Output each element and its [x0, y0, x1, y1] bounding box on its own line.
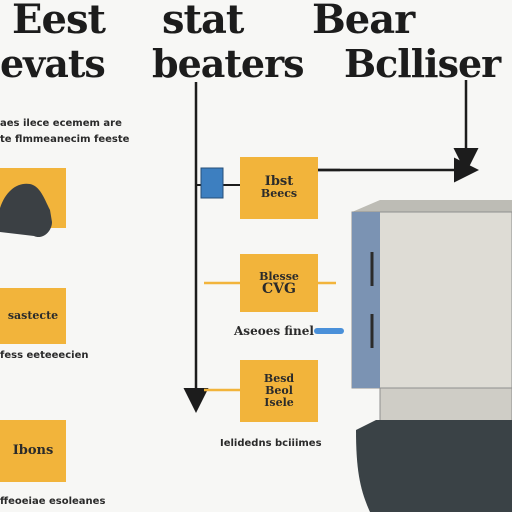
- left-caption-3: fess eeteeecien: [0, 350, 89, 361]
- header-word-1: Eest: [12, 0, 106, 43]
- header-word-3: Bear: [312, 0, 415, 43]
- middle-box-3-mid: Beol: [265, 384, 293, 397]
- header-word-2: stat: [162, 0, 244, 43]
- pin-icon: [314, 328, 344, 334]
- car-icon: [0, 183, 52, 238]
- middle-box-3-top: Besd: [263, 372, 295, 385]
- middle-box-1-bottom: Beecs: [260, 187, 298, 200]
- middle-box-3: Besd Beol Isele: [240, 360, 318, 422]
- blue-marker-icon: [200, 167, 224, 199]
- middle-box-2-bottom: CVG: [262, 281, 296, 297]
- middle-box-1: Ibst Beecs: [240, 157, 318, 219]
- middle-box-2-top: Blesse: [259, 270, 299, 283]
- left-caption-4: ffeoeiae esoleanes: [0, 496, 106, 507]
- header-word-6: Bclliser: [344, 41, 501, 86]
- header-word-4: evats: [0, 41, 106, 86]
- middle-caption: Ielidedns bciiimes: [220, 438, 322, 449]
- middle-box-2: Blesse CVG: [240, 254, 318, 312]
- device-side-panel: [352, 212, 380, 388]
- left-box-3: Ibons: [0, 420, 66, 482]
- left-box-2-label: sastecte: [7, 309, 59, 322]
- left-caption-2: te flmmeanecim feeste: [0, 134, 130, 145]
- left-box-2: sastecte: [0, 288, 66, 344]
- device-top: [352, 200, 512, 212]
- header-word-5: beaters: [152, 41, 305, 86]
- middle-box-3-bottom: Isele: [264, 396, 294, 409]
- middle-arrow-label: Aseoes finel: [234, 324, 314, 338]
- left-box-3-label: Ibons: [12, 443, 54, 458]
- left-caption-1: aes ilece ecemem are: [0, 118, 122, 129]
- device-base: [356, 420, 512, 512]
- middle-box-1-top: Ibst: [264, 174, 294, 189]
- device-step: [379, 387, 512, 425]
